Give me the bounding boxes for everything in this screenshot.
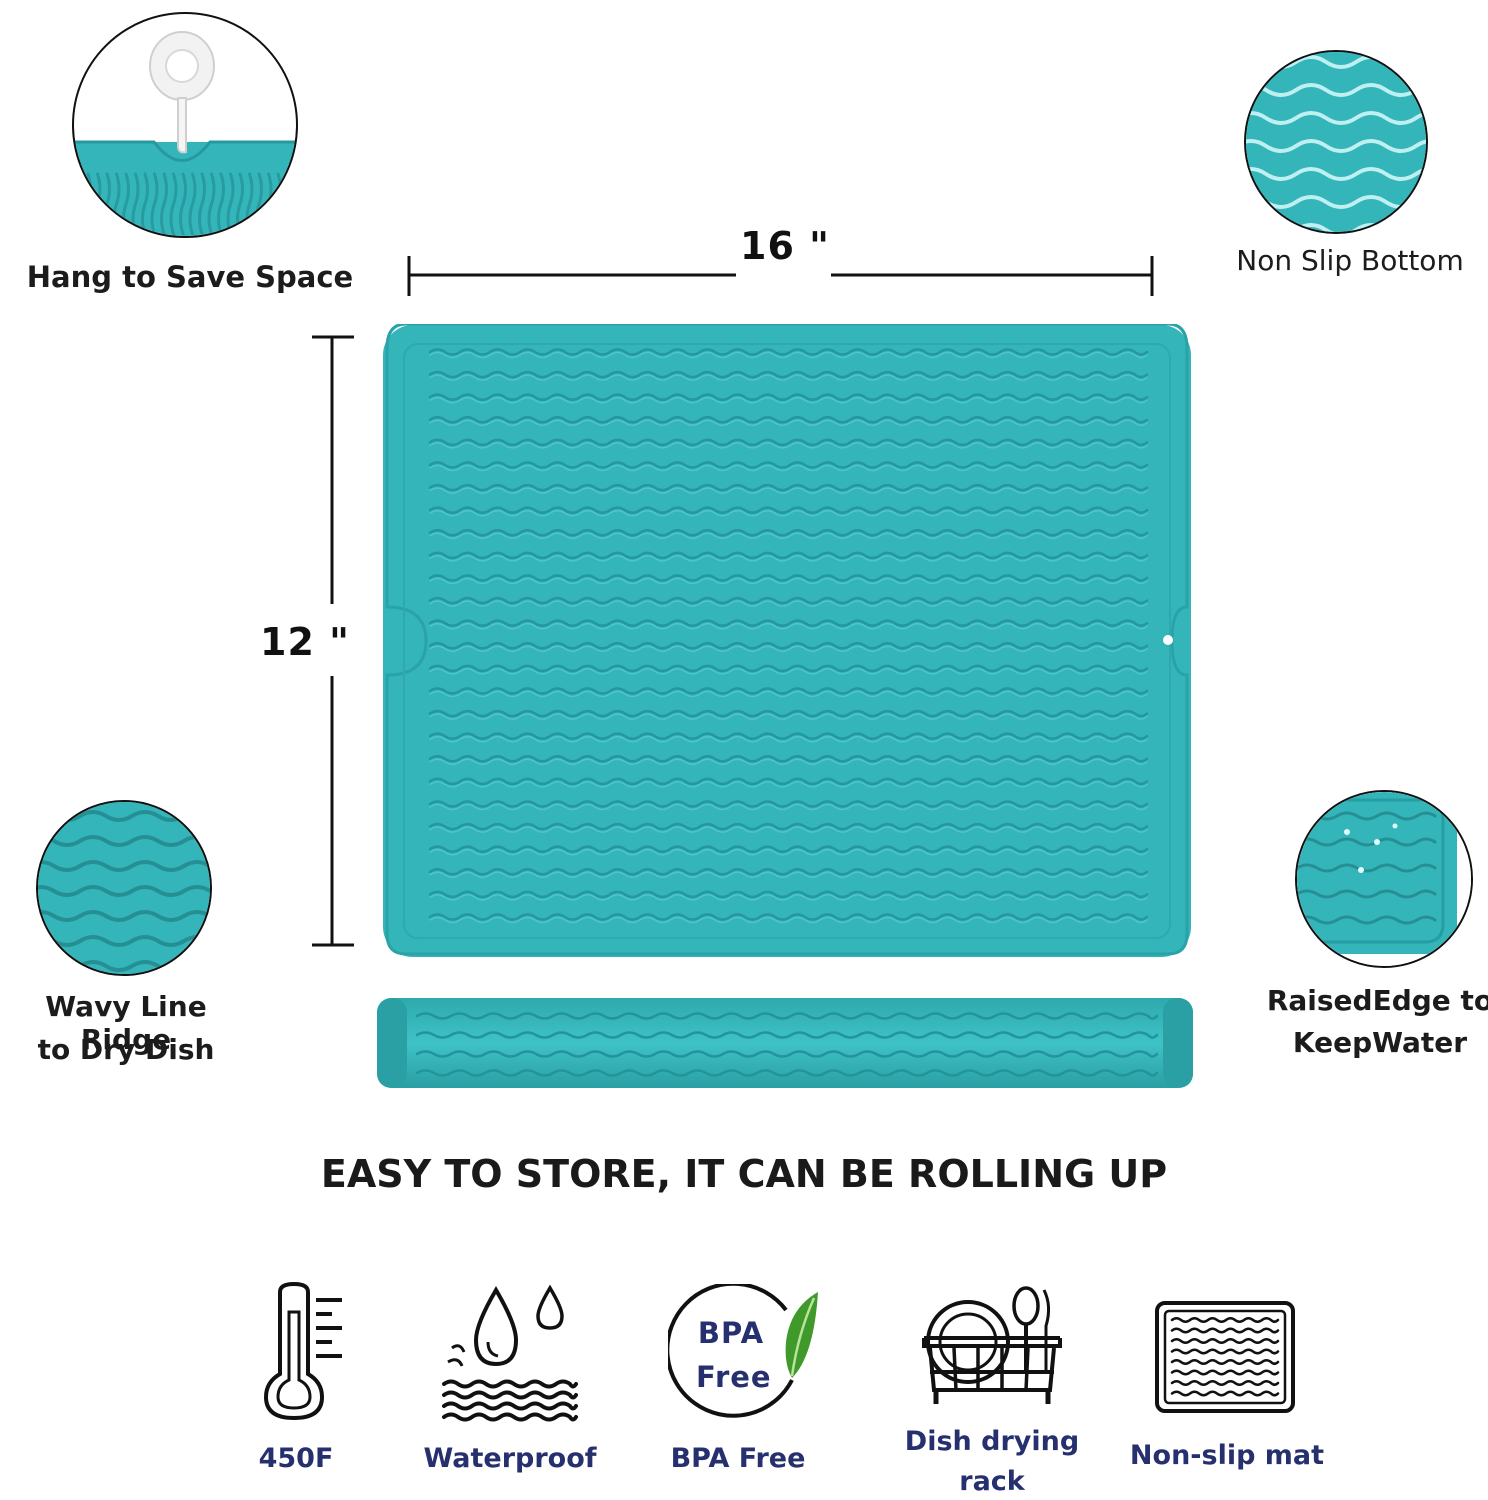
temp-label: 450F: [258, 1443, 334, 1474]
store-headline: EASY TO STORE, IT CAN BE ROLLING UP: [320, 1152, 1168, 1196]
drying-mat-image: [382, 324, 1192, 958]
waterproof-label: Waterproof: [423, 1443, 597, 1474]
raised-edge-label-line2: KeepWater: [1292, 1026, 1468, 1059]
raised-edge-label-line1: RaisedEdge to: [1266, 984, 1488, 1017]
wavy-ridge-circle: [36, 800, 212, 976]
waterproof-icon: [436, 1284, 582, 1424]
bpa-icon-text-2: Free: [696, 1360, 772, 1394]
hang-label: Hang to Save Space: [26, 260, 354, 294]
width-label: 16 ": [740, 224, 830, 268]
dish-rack-icon: [920, 1286, 1064, 1410]
bpa-icon-text-1: BPA: [697, 1316, 765, 1350]
non-slip-mat-icon: [1154, 1300, 1296, 1414]
height-label: 12 ": [260, 620, 350, 664]
hang-detail-circle: [72, 12, 298, 238]
height-dimension-line: [310, 334, 360, 950]
non-slip-bottom-circle: [1244, 50, 1428, 234]
dish-rack-label-line1: Dish drying: [904, 1426, 1080, 1457]
non-slip-bottom-label: Non Slip Bottom: [1236, 244, 1464, 277]
wavy-ridge-label-line1: Wavy Line Ridge: [45, 990, 207, 1056]
bpa-free-label: BPA Free: [670, 1443, 806, 1474]
width-dimension-line: [406, 250, 1156, 300]
thermometer-icon: [258, 1282, 348, 1422]
non-slip-mat-label: Non-slip mat: [1129, 1440, 1325, 1471]
dish-rack-label-line2: rack: [959, 1466, 1025, 1497]
wavy-ridge-label-line2: to Dry Dish: [37, 1033, 215, 1066]
rolled-mat-image: [377, 998, 1193, 1088]
bpa-free-icon: [668, 1284, 828, 1420]
raised-edge-circle: [1295, 790, 1473, 968]
